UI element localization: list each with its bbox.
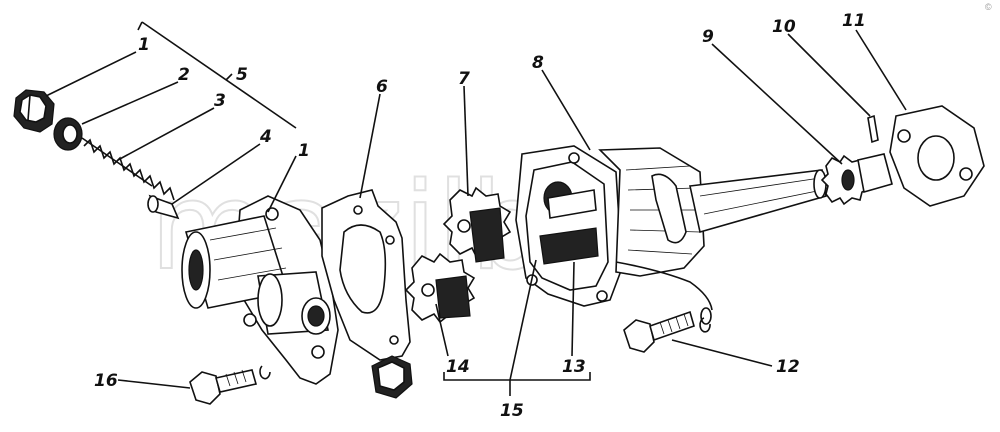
part-nut — [371, 355, 413, 399]
corner-mark: © — [985, 2, 992, 12]
part-end-gasket — [889, 105, 985, 207]
part-drive-gear — [442, 186, 512, 263]
part-pump-housing — [515, 145, 827, 325]
part-gasket — [321, 189, 411, 361]
label-12: 12 — [776, 357, 800, 377]
part-pin — [867, 114, 879, 144]
part-valve-plunger — [147, 194, 180, 220]
label-16: 16 — [94, 371, 118, 391]
label-15: 15 — [500, 401, 524, 421]
label-6: 6 — [376, 77, 388, 97]
part-washer — [53, 117, 83, 151]
part-spring — [81, 137, 175, 201]
label-14: 14 — [446, 357, 470, 377]
label-2: 2 — [178, 65, 190, 85]
part-labels: 1 2 3 4 5 1 6 7 8 9 10 11 12 13 14 15 16 — [94, 11, 866, 421]
part-bolt-left — [189, 365, 271, 405]
part-driven-gear — [404, 252, 476, 324]
part-pump-cover — [181, 195, 339, 385]
label-8: 8 — [532, 53, 544, 73]
label-1: 1 — [138, 35, 150, 55]
label-1-secondary: 1 — [298, 141, 310, 161]
label-10: 10 — [772, 17, 796, 37]
label-5: 5 — [236, 65, 248, 85]
part-plug — [13, 89, 55, 133]
label-9: 9 — [702, 27, 714, 47]
label-11: 11 — [842, 11, 866, 31]
label-13: 13 — [562, 357, 586, 377]
label-7: 7 — [458, 69, 470, 89]
label-3: 3 — [214, 91, 226, 111]
part-bolt-right — [623, 310, 711, 353]
part-pinion-gear — [820, 153, 893, 206]
leader-lines — [45, 21, 907, 396]
label-4: 4 — [259, 127, 272, 147]
